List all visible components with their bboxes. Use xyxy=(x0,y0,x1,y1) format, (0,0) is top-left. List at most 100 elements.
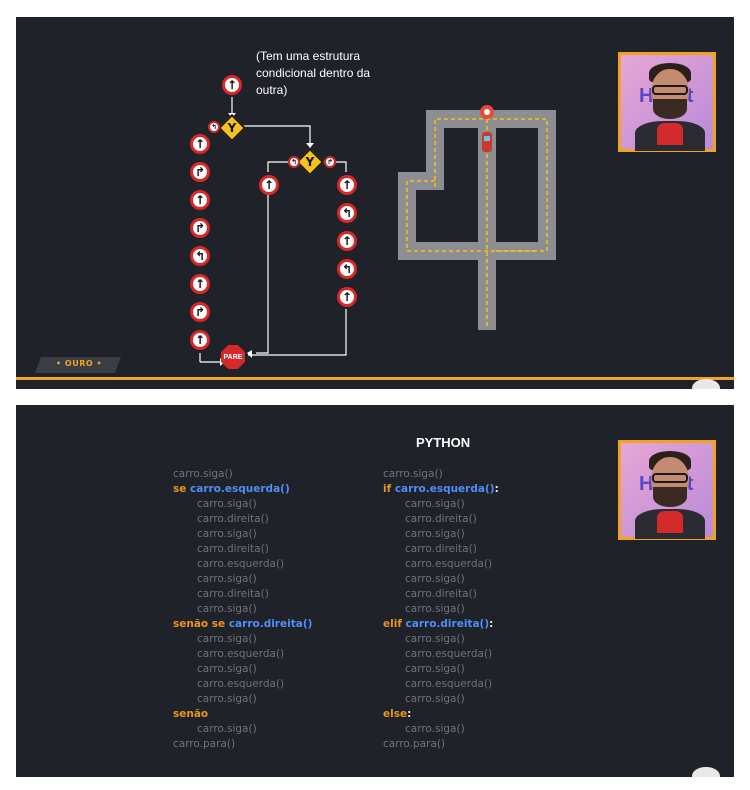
code-token: carro.esquerda() xyxy=(197,558,285,570)
code-token: carro.siga() xyxy=(405,633,465,645)
code-token: senão se xyxy=(173,618,229,630)
left-turn-sign: ↰ xyxy=(190,246,210,266)
straight-sign: ↑ xyxy=(190,330,210,350)
mini-left-sign: ↰ xyxy=(288,156,300,168)
road-map xyxy=(398,105,556,330)
code-line: carro.siga() xyxy=(173,572,312,587)
code-token: carro.siga() xyxy=(197,603,257,615)
code-line: carro.siga() xyxy=(383,572,499,587)
code-token: carro.direita() xyxy=(405,618,490,630)
code-token: carro.esquerda() xyxy=(405,648,493,660)
code-token: : xyxy=(494,483,499,495)
code-line: carro.siga() xyxy=(173,527,312,542)
code-line: carro.para() xyxy=(383,737,499,752)
code-line: elif carro.direita(): xyxy=(383,617,499,632)
python-title: PYTHON xyxy=(416,435,471,450)
code-token: senão xyxy=(173,708,209,720)
glasses-shape xyxy=(652,85,688,95)
code-token: : xyxy=(489,618,494,630)
code-token: carro.direita() xyxy=(228,618,313,630)
code-token: carro.siga() xyxy=(405,723,465,735)
code-token: carro.esquerda() xyxy=(197,648,285,660)
code-line: carro.direita() xyxy=(173,512,312,527)
code-line: carro.siga() xyxy=(173,632,312,647)
code-line: carro.siga() xyxy=(383,497,499,512)
code-token: carro.esquerda() xyxy=(197,678,285,690)
straight-sign: ↑ xyxy=(190,134,210,154)
slide-code: PYTHON carro.siga()se carro.esquerda()ca… xyxy=(16,405,734,777)
code-line: carro.siga() xyxy=(173,662,312,677)
code-token: carro.siga() xyxy=(405,693,465,705)
code-line: carro.siga() xyxy=(383,527,499,542)
mini-left-sign: ↰ xyxy=(208,121,220,133)
code-token: carro.siga() xyxy=(405,603,465,615)
code-token: carro.siga() xyxy=(383,468,443,480)
stop-sign: PARE xyxy=(221,345,245,369)
python-code-block: carro.siga()if carro.esquerda():carro.si… xyxy=(383,467,499,752)
straight-sign: ↑ xyxy=(337,175,357,195)
code-line: if carro.esquerda(): xyxy=(383,482,499,497)
code-line: carro.siga() xyxy=(383,632,499,647)
straight-sign: ↑ xyxy=(337,231,357,251)
code-line: carro.siga() xyxy=(383,467,499,482)
code-token: carro.siga() xyxy=(197,663,257,675)
corner-shape xyxy=(692,379,720,389)
code-token: carro.para() xyxy=(383,738,446,750)
code-token: carro.siga() xyxy=(405,528,465,540)
code-line: carro.direita() xyxy=(383,512,499,527)
code-line: carro.esquerda() xyxy=(173,677,312,692)
code-line: se carro.esquerda() xyxy=(173,482,312,497)
code-token: carro.esquerda() xyxy=(405,558,493,570)
code-token: carro.siga() xyxy=(197,633,257,645)
right-turn-sign: ↱ xyxy=(190,162,210,182)
code-line: carro.esquerda() xyxy=(173,557,312,572)
code-token: if xyxy=(383,483,395,495)
code-token: carro.siga() xyxy=(197,498,257,510)
code-token: carro.direita() xyxy=(197,543,269,555)
straight-sign: ↑ xyxy=(337,287,357,307)
pseudocode-block: carro.siga()se carro.esquerda()carro.sig… xyxy=(173,467,312,752)
code-line: carro.siga() xyxy=(173,722,312,737)
straight-sign: ↑ xyxy=(190,190,210,210)
start-straight-sign: ↑ xyxy=(222,75,242,95)
code-token: carro.esquerda() xyxy=(405,678,493,690)
mini-right-sign: ↱ xyxy=(324,156,336,168)
code-token: carro.esquerda() xyxy=(394,483,495,495)
code-line: senão xyxy=(173,707,312,722)
right-turn-sign: ↱ xyxy=(190,218,210,238)
presenter-webcam: H t xyxy=(618,440,716,540)
note-text: (Tem uma estrutura condicional dentro da… xyxy=(256,49,371,97)
code-line: carro.siga() xyxy=(173,467,312,482)
code-token: carro.direita() xyxy=(197,588,269,600)
code-token: carro.siga() xyxy=(197,723,257,735)
code-token: carro.siga() xyxy=(405,663,465,675)
code-line: else: xyxy=(383,707,499,722)
code-line: carro.esquerda() xyxy=(173,647,312,662)
code-token: else xyxy=(383,708,408,720)
code-line: carro.esquerda() xyxy=(383,647,499,662)
bottom-accent-line xyxy=(16,377,734,380)
code-line: carro.siga() xyxy=(173,692,312,707)
straight-sign: ↑ xyxy=(259,175,279,195)
code-line: carro.direita() xyxy=(173,587,312,602)
code-token: carro.siga() xyxy=(405,573,465,585)
slide-flowchart: ↑ Y ↰ ↑ ↱ ↑ ↱ ↰ ↑ ↱ ↑ Y ↰ ↱ ↑ ↑ ↰ ↑ ↰ ↑ … xyxy=(16,17,734,389)
level-badge-text: • OURO • xyxy=(56,359,103,368)
code-token: carro.direita() xyxy=(405,588,477,600)
glasses-shape xyxy=(652,473,688,483)
left-turn-sign: ↰ xyxy=(337,203,357,223)
left-turn-sign: ↰ xyxy=(337,259,357,279)
code-token: carro.siga() xyxy=(405,498,465,510)
code-line: carro.siga() xyxy=(383,602,499,617)
code-line: carro.direita() xyxy=(383,542,499,557)
code-token: carro.direita() xyxy=(197,513,269,525)
code-line: carro.siga() xyxy=(383,722,499,737)
code-line: senão se carro.direita() xyxy=(173,617,312,632)
code-line: carro.direita() xyxy=(383,587,499,602)
straight-sign: ↑ xyxy=(190,274,210,294)
code-line: carro.siga() xyxy=(383,692,499,707)
code-line: carro.para() xyxy=(173,737,312,752)
code-token: carro.direita() xyxy=(405,513,477,525)
code-line: carro.siga() xyxy=(383,662,499,677)
code-token: carro.siga() xyxy=(197,573,257,585)
